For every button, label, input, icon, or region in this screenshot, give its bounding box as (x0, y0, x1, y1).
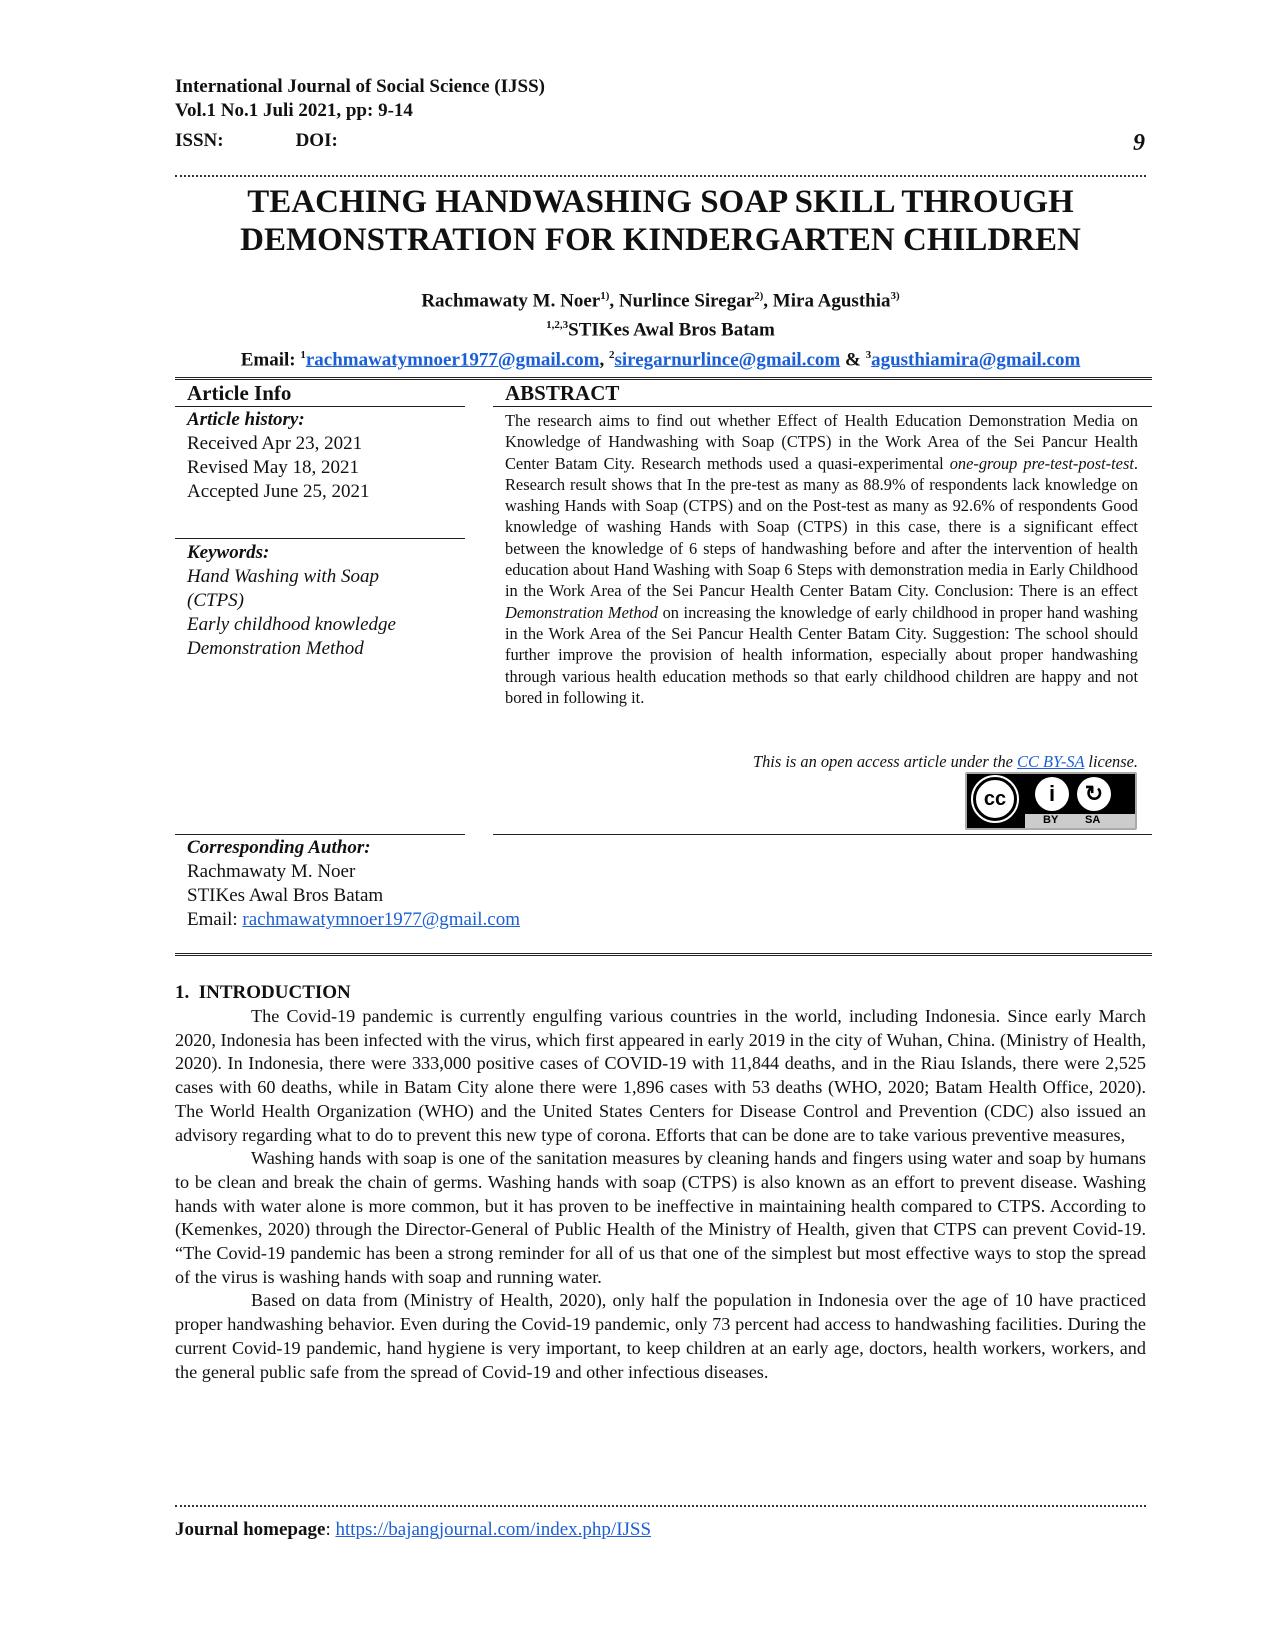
running-header: International Journal of Social Science … (175, 75, 545, 153)
paper-title: TEACHING HANDWASHING SOAP SKILL THROUGH … (175, 183, 1146, 259)
issn-label: ISSN: (175, 130, 224, 151)
keyword: Early childhood knowledge (187, 614, 396, 635)
divider (493, 406, 1152, 407)
footer-divider (175, 1505, 1146, 1507)
article-info: Article Info (187, 381, 467, 405)
email-link-3[interactable]: agusthiamira@gmail.com (871, 348, 1081, 370)
article-info-heading: Article Info (187, 381, 292, 405)
keyword: Hand Washing with Soap (187, 566, 379, 587)
abstract-text: The research aims to find out whether Ef… (505, 411, 1139, 707)
keyword: Demonstration Method (187, 638, 364, 659)
journal-name: International Journal of Social Science … (175, 76, 545, 97)
attribution-icon: i (1035, 777, 1069, 811)
page-number: 9 (1133, 130, 1145, 156)
title-line-1: TEACHING HANDWASHING SOAP SKILL THROUGH (247, 184, 1074, 220)
introduction-heading: 1. INTRODUCTION (175, 982, 351, 1003)
divider (175, 834, 465, 835)
share-alike-icon: ↻ (1077, 777, 1111, 811)
info-bottom-rule (175, 953, 1152, 956)
author-names: Rachmawaty M. Noer1), Nurlince Siregar2)… (421, 290, 900, 312)
author-emails: Email: 1rachmawatymnoer1977@gmail.com, 2… (240, 348, 1081, 370)
sa-label: SA (1085, 814, 1101, 826)
corresponding-affiliation: STIKes Awal Bros Batam (187, 885, 384, 906)
paragraph: Based on data from (Ministry of Health, … (175, 1290, 1146, 1382)
accepted-date: Accepted June 25, 2021 (187, 481, 370, 502)
introduction-body: The Covid-19 pandemic is currently engul… (175, 1005, 1146, 1384)
corresponding-label: Corresponding Author: (187, 837, 371, 858)
corresponding-name: Rachmawaty M. Noer (187, 861, 356, 882)
cc-icon: cc (971, 775, 1019, 823)
doi-label: DOI: (295, 130, 338, 151)
author-block: Rachmawaty M. Noer1), Nurlince Siregar2)… (175, 284, 1146, 372)
journal-volume: Vol.1 No.1 Juli 2021, pp: 9-14 (175, 100, 413, 121)
received-date: Received Apr 23, 2021 (187, 433, 363, 454)
info-top-rule (175, 377, 1152, 380)
keywords: Keywords: Hand Washing with Soap (CTPS) … (187, 541, 467, 661)
revised-date: Revised May 18, 2021 (187, 457, 360, 478)
affiliation: 1,2,3STIKes Awal Bros Batam (546, 319, 775, 341)
journal-homepage: Journal homepage: https://bajangjournal.… (175, 1519, 652, 1540)
homepage-link[interactable]: https://bajangjournal.com/index.php/IJSS (335, 1519, 652, 1540)
license-link[interactable]: CC BY-SA (1017, 752, 1085, 771)
email-link-2[interactable]: siregarnurlince@gmail.com (614, 348, 841, 370)
email-link-1[interactable]: rachmawatymnoer1977@gmail.com (305, 348, 600, 370)
corresponding-email-link[interactable]: rachmawatymnoer1977@gmail.com (242, 909, 521, 930)
by-label: BY (1043, 814, 1059, 826)
corresponding-author: Corresponding Author: Rachmawaty M. Noer… (187, 836, 637, 932)
article-history: Article history: Received Apr 23, 2021 R… (187, 408, 467, 504)
divider (175, 406, 465, 407)
abstract-heading: ABSTRACT (505, 381, 620, 405)
history-label: Article history: (187, 409, 305, 430)
keyword: (CTPS) (187, 590, 244, 611)
paragraph: Washing hands with soap is one of the sa… (175, 1148, 1146, 1287)
header-divider (175, 175, 1146, 177)
keywords-label: Keywords: (187, 542, 270, 563)
divider (493, 834, 1152, 835)
title-line-2: DEMONSTRATION FOR KINDERGARTEN CHILDREN (240, 222, 1081, 258)
license-note: This is an open access article under the… (753, 752, 1138, 771)
cc-by-sa-badge[interactable]: cc i ↻ BY SA (965, 772, 1137, 830)
divider (175, 538, 465, 539)
paragraph: The Covid-19 pandemic is currently engul… (175, 1006, 1146, 1145)
